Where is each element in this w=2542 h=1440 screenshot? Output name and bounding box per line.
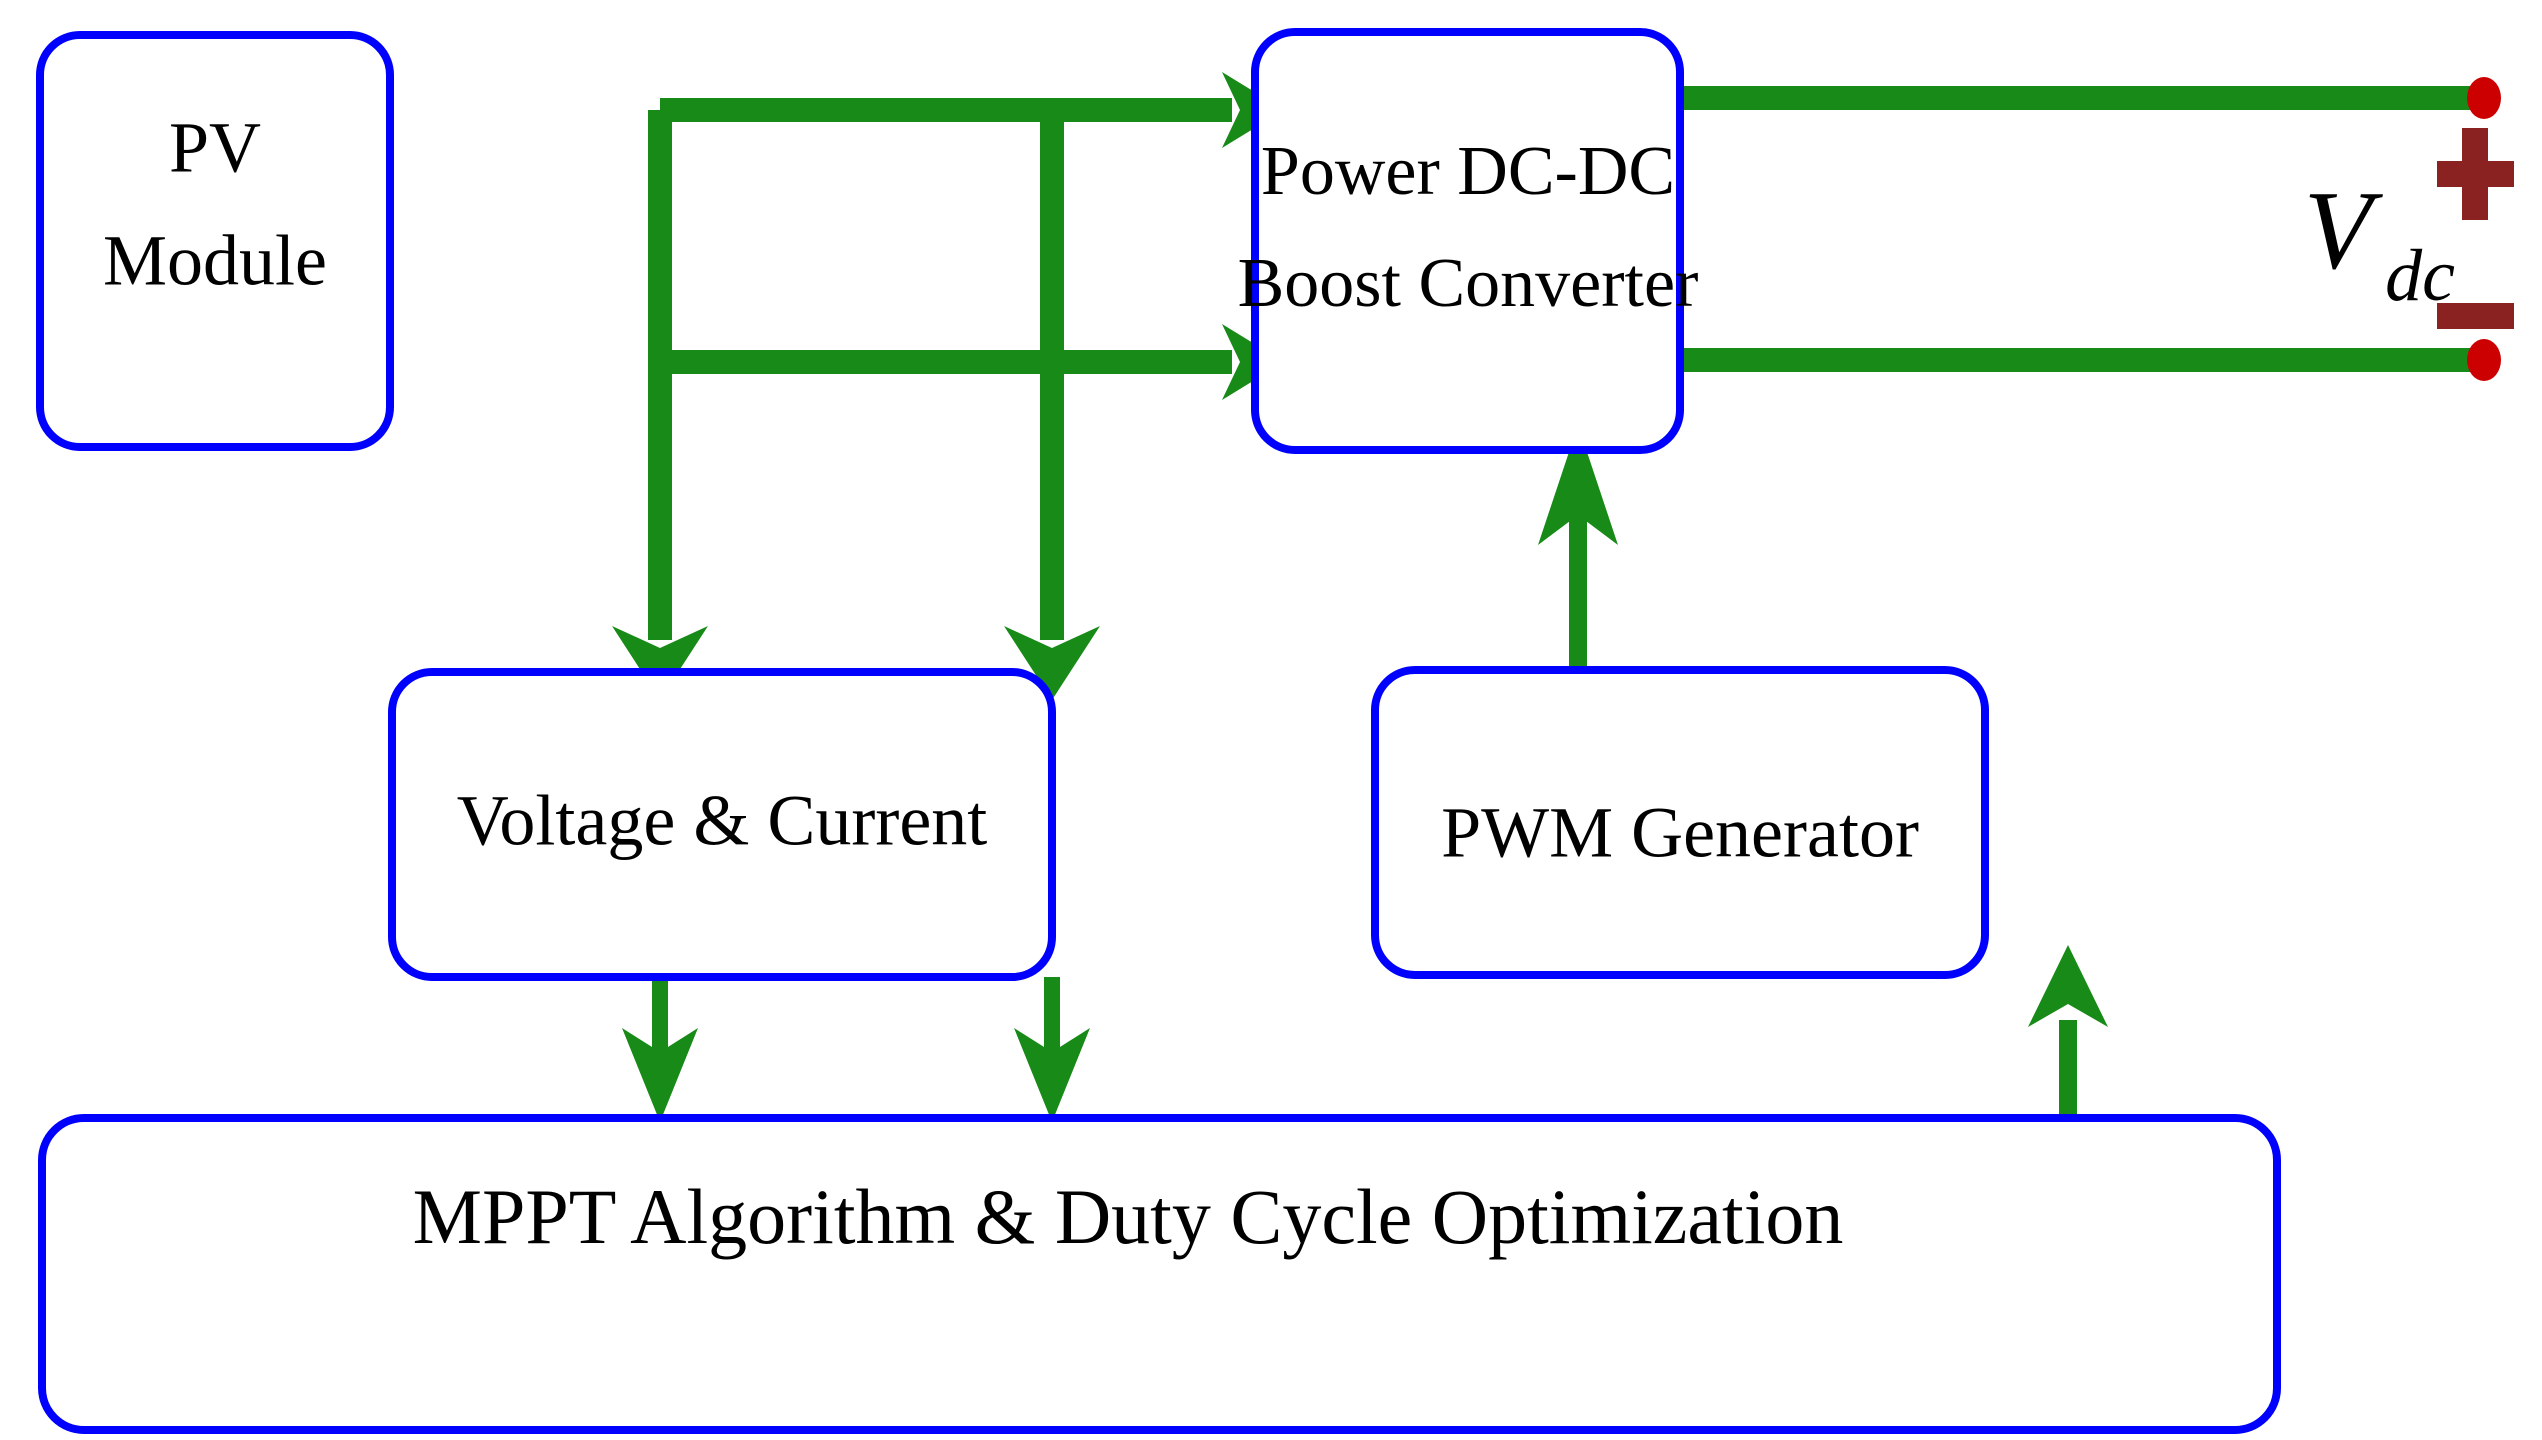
minus-sign-icon [2437, 303, 2514, 329]
minus-horizontal-bar [2437, 303, 2514, 329]
block-label-line: Module [103, 221, 327, 301]
positive-terminal-dot-icon[interactable] [2467, 77, 2501, 119]
block-pwm-generator[interactable]: PWM Generator [1371, 666, 1989, 979]
block-label-line: Power DC-DC [1261, 133, 1675, 210]
plus-sign-icon [2437, 128, 2514, 220]
connector-pv-to-converter-bottom[interactable] [660, 324, 1284, 400]
block-outline [36, 31, 394, 451]
arrowhead-icon [1538, 425, 1618, 545]
arrowhead-icon [622, 1028, 698, 1122]
negative-terminal-dot-icon[interactable] [2467, 339, 2501, 381]
connector-pv-voltage-tap[interactable] [612, 110, 708, 700]
block-label-line: PWM Generator [1441, 793, 1919, 873]
vdc-base-letter: V [2304, 169, 2384, 293]
arrowhead-icon [612, 626, 708, 700]
block-outline [1251, 28, 1684, 454]
output-terminal-group: V dc [2304, 77, 2514, 381]
block-label-line: Boost Converter [1238, 245, 1699, 322]
block-label-line: Voltage & Current [457, 781, 988, 861]
block-voltage-current-sensor[interactable]: Voltage & Current [388, 668, 1056, 981]
arrowhead-icon [2028, 945, 2108, 1027]
connector-pv-to-converter-top[interactable] [660, 72, 1284, 148]
block-outline [1371, 666, 1989, 979]
block-label-line: MPPT Algorithm & Duty Cycle Optimization [413, 1173, 1844, 1260]
block-mppt-algorithm[interactable]: MPPT Algorithm & Duty Cycle Optimization [38, 1114, 2281, 1434]
block-boost-converter[interactable]: Power DC-DC Boost Converter [1238, 28, 1699, 454]
block-label-line: PV [169, 108, 261, 188]
vdc-label: V dc [2304, 169, 2455, 317]
arrowhead-icon [1014, 1028, 1090, 1122]
block-pv-module[interactable]: PV Module [36, 31, 394, 451]
connector-mppt-to-pwm[interactable] [2028, 945, 2108, 1125]
connector-pv-current-tap[interactable] [1004, 110, 1100, 700]
connector-sense-i-to-mppt[interactable] [1014, 977, 1090, 1122]
connector-sense-v-to-mppt[interactable] [622, 977, 698, 1122]
wiring-layer [612, 72, 2478, 1125]
block-outline [388, 668, 1056, 981]
plus-horizontal-bar [2437, 161, 2514, 187]
arrowhead-icon [1004, 626, 1100, 700]
vdc-subscript: dc [2385, 235, 2455, 317]
block-outline [38, 1114, 2281, 1434]
connector-pwm-to-converter[interactable] [1538, 425, 1618, 700]
